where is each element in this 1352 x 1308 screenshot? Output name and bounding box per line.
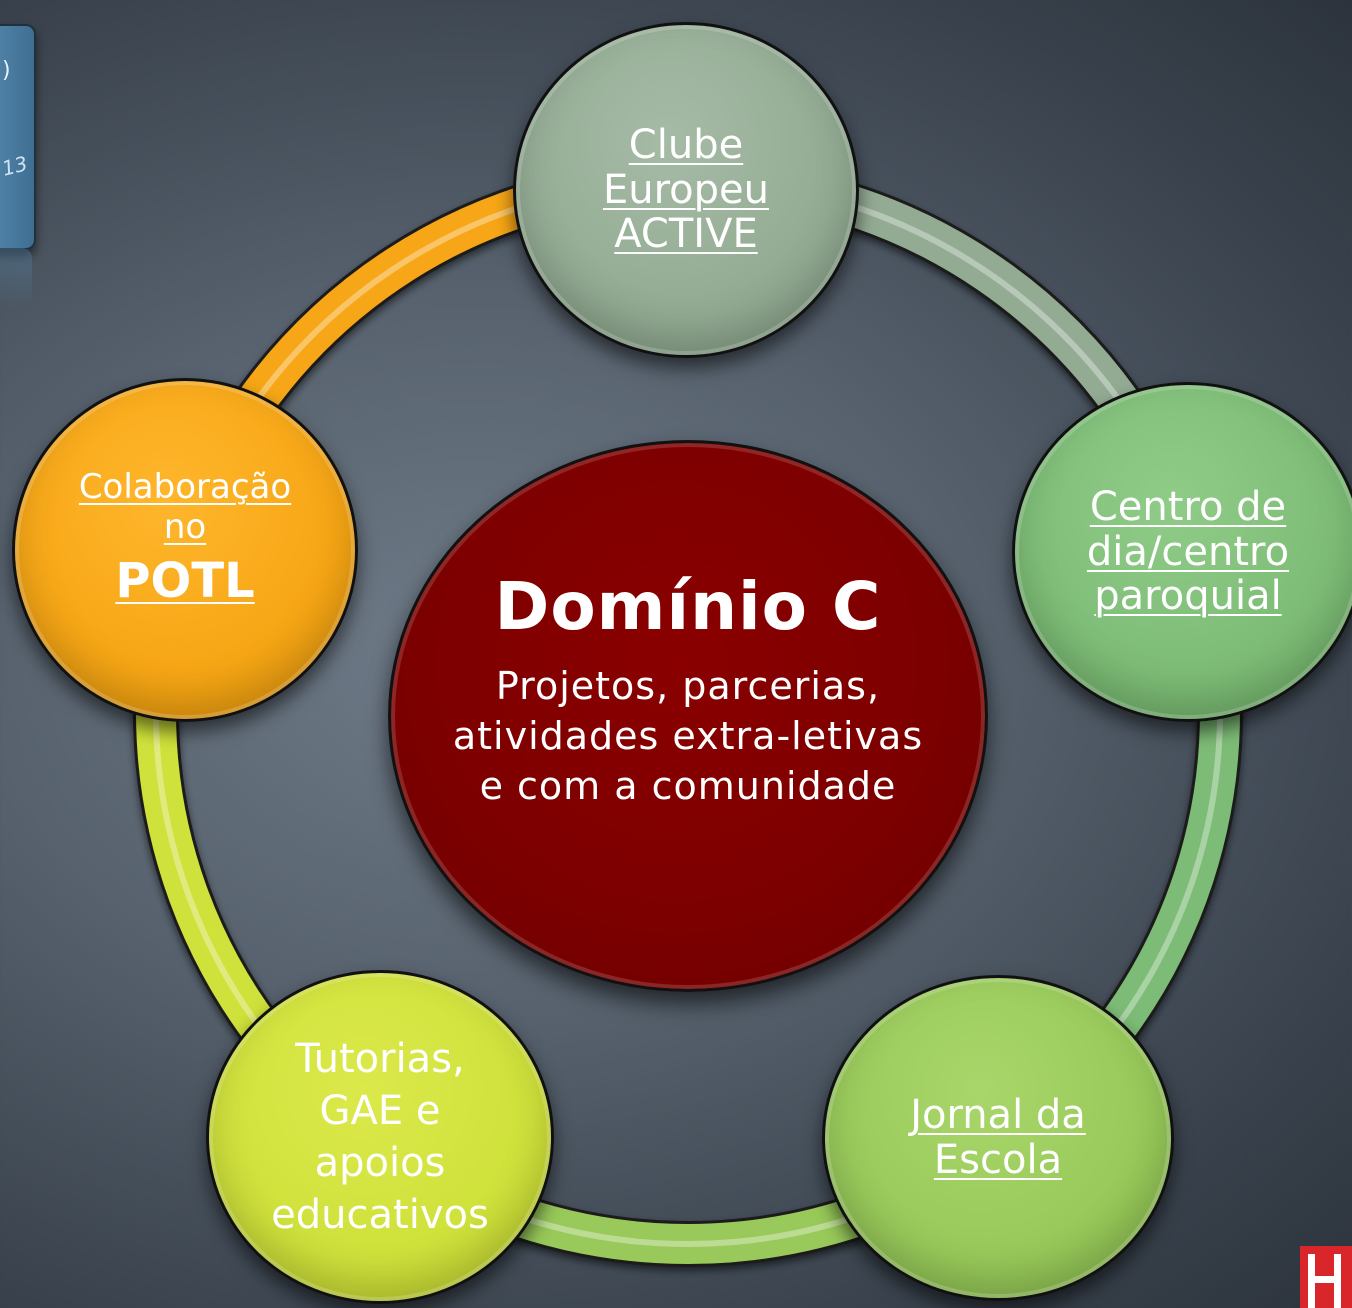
node-potl-label[interactable]: Colaboração no [78, 467, 292, 547]
node-clube-europeu[interactable]: Clube Europeu ACTIVE [513, 22, 859, 358]
node-potl[interactable]: Colaboração no POTL [12, 378, 358, 722]
tablet-mark: ) [2, 58, 11, 83]
node-tutorias-label: Tutorias, GAE e apoios educativos [271, 1036, 489, 1238]
node-jornal-da-escola[interactable]: Jornal da Escola [822, 975, 1174, 1301]
node-centro-label[interactable]: Centro de dia/centro paroquial [1086, 483, 1290, 620]
node-clube-label[interactable]: Clube Europeu ACTIVE [602, 121, 769, 258]
corner-logo [1300, 1246, 1352, 1308]
node-jornal-label[interactable]: Jornal da Escola [910, 1092, 1086, 1183]
tablet-reflection [0, 248, 32, 308]
node-potl-title[interactable]: POTL [115, 553, 255, 609]
center-subtitle: Projetos, parcerias, atividades extra-le… [452, 664, 924, 808]
center-circle: Domínio C Projetos, parcerias, atividade… [388, 440, 988, 992]
node-tutorias: Tutorias, GAE e apoios educativos [206, 970, 554, 1304]
tablet-number: 13 [0, 151, 30, 181]
tablet-decoration: ) 13 [0, 24, 36, 250]
node-centro-de-dia[interactable]: Centro de dia/centro paroquial [1012, 382, 1352, 722]
center-title: Domínio C [494, 568, 882, 645]
